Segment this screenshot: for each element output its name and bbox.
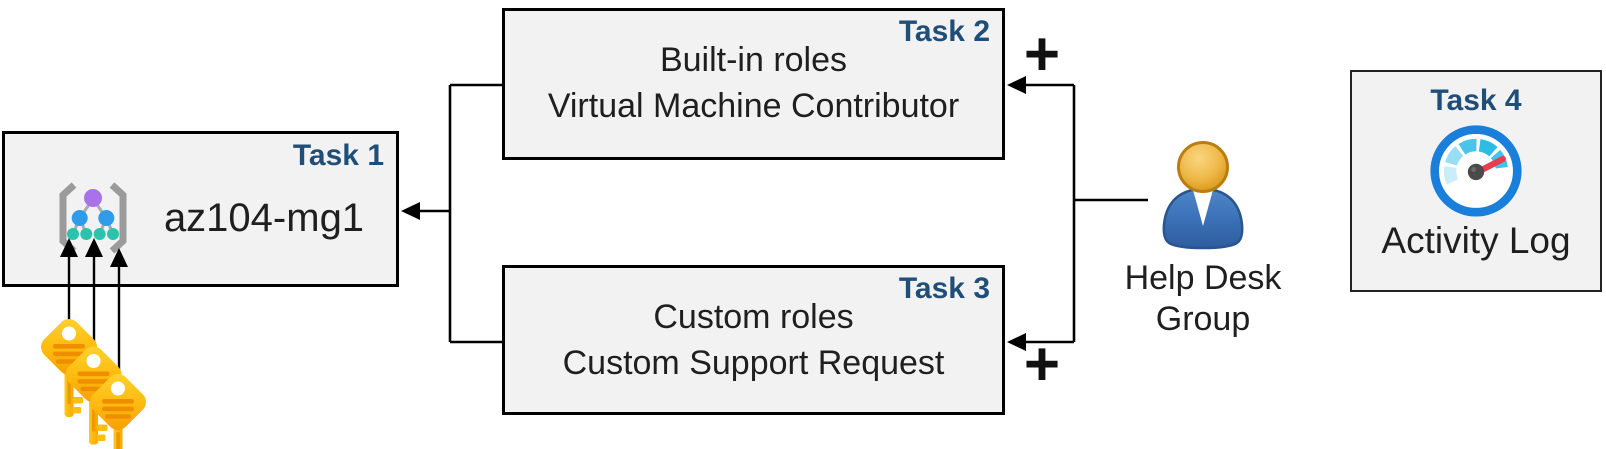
task1-box: Task 1 az104-mg1 — [2, 131, 399, 287]
task3-box: Task 3 Custom roles Custom Support Reque… — [502, 265, 1005, 415]
task3-line1: Custom roles — [653, 298, 854, 336]
task2-box: Task 2 Built-in roles Virtual Machine Co… — [502, 8, 1005, 160]
arrowhead-to-task1 — [401, 202, 420, 220]
task4-label: Task 4 — [1430, 84, 1522, 117]
keys-icon — [36, 314, 151, 449]
gauge-icon — [1430, 125, 1522, 217]
task1-label: Task 1 — [292, 139, 384, 172]
person-icon — [1162, 141, 1244, 250]
task1-title: az104-mg1 — [163, 196, 365, 240]
task2-line1: Built-in roles — [659, 41, 848, 79]
key-icon-2 — [60, 341, 127, 445]
management-group-icon — [59, 182, 127, 254]
actor-caption-line1: Help Desk — [1124, 259, 1282, 297]
key-icon-1 — [36, 314, 102, 417]
plus-icon-task2: + — [1023, 20, 1061, 89]
key-icon-3 — [85, 369, 151, 449]
task4-caption: Activity Log — [1381, 220, 1571, 261]
bracket-connector — [419, 83, 505, 344]
task3-label: Task 3 — [898, 272, 990, 305]
plus-icon-task3: + — [1023, 330, 1061, 399]
task2-label: Task 2 — [898, 15, 990, 48]
task4-box: Task 4 Activity Log — [1350, 70, 1602, 292]
actor-caption: Help Desk Group — [1113, 258, 1293, 340]
task2-line2: Virtual Machine Contributor — [547, 87, 960, 125]
actor-caption-line2: Group — [1155, 300, 1251, 338]
task3-line2: Custom Support Request — [562, 344, 945, 382]
